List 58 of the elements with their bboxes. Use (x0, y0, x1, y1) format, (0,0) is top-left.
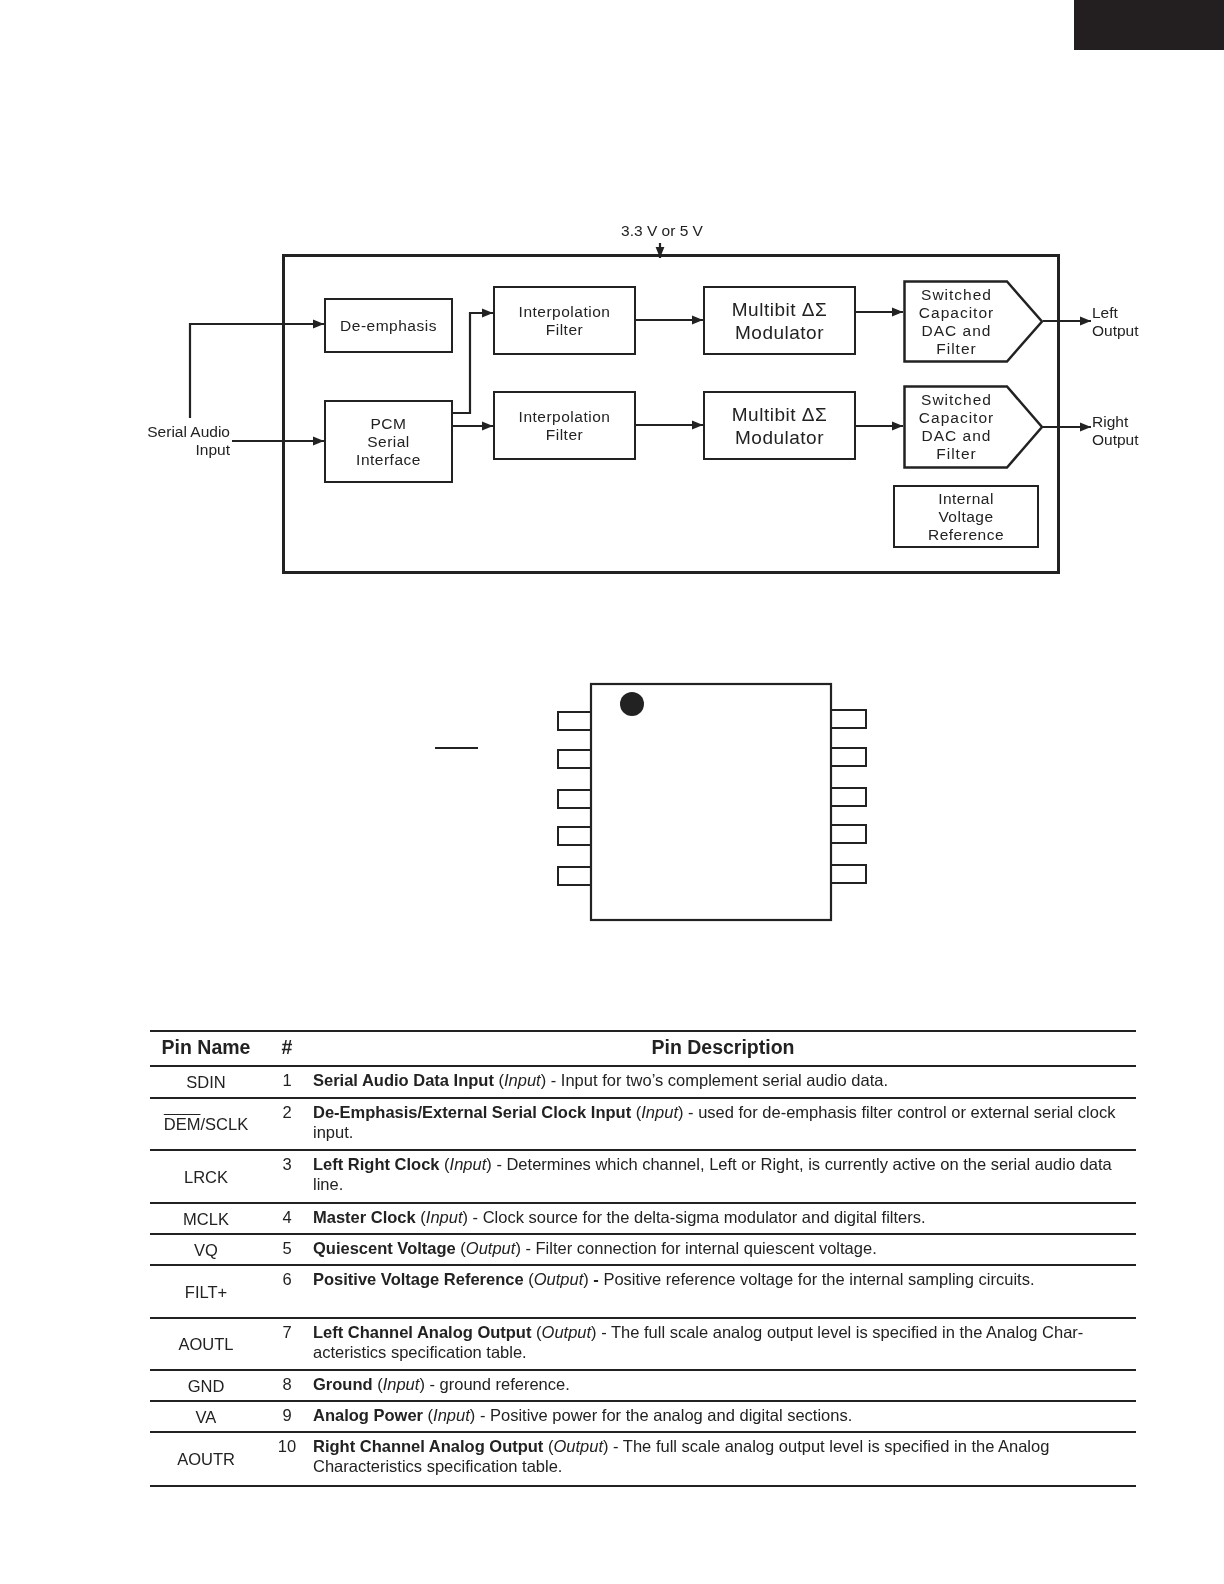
pin-name: VA (194, 1406, 218, 1427)
pin-name: MCLK (182, 1208, 230, 1229)
arrow (1043, 316, 1091, 326)
pin-description: Quiescent Voltage (Output) - Filter connection for internal quiescent voltage. (313, 1238, 878, 1258)
signal-label: Right Output (1092, 411, 1158, 451)
pin-number: 5 (281, 1238, 293, 1258)
dac-block: Switched Capacitor DAC and Filter (903, 280, 1044, 363)
pin-number: 2 (281, 1102, 293, 1122)
pin-description: Master Clock (Input) - Clock source for the delta-sigma modulator and digital filters. (313, 1207, 927, 1227)
arrow (636, 315, 703, 325)
pin-name: SDIN (185, 1072, 227, 1092)
supply-label: 3.3 V or 5 V (612, 220, 712, 242)
pin-name: AOUTL (177, 1334, 235, 1354)
process-block: PCM Serial Interface (324, 400, 453, 483)
arrow (453, 421, 493, 431)
table-header: Pin Name (160, 1037, 252, 1057)
arrow (188, 319, 324, 418)
pin-description: Left Channel Analog Output (Output) - The full scale analog output level is specified in the Analog Char-acteristics specification table. (313, 1322, 1085, 1362)
dac-block: Switched Capacitor DAC and Filter (903, 385, 1044, 469)
arrow (636, 420, 703, 430)
pin-name: DEM/SCLK (162, 1114, 250, 1134)
pin-name: VQ (193, 1239, 219, 1260)
pin-name: FILT+ (183, 1281, 229, 1302)
table-header: Pin Description (650, 1037, 796, 1057)
signal-label: Left Output (1092, 302, 1158, 342)
pin-name: AOUTR (176, 1449, 236, 1469)
pin-number: 9 (281, 1405, 293, 1425)
arrow (1043, 422, 1091, 432)
arrow (655, 243, 665, 258)
arrow (856, 421, 903, 431)
process-block: Multibit ΔΣ Modulator (703, 286, 856, 355)
pin-description: Right Channel Analog Output (Output) - The full scale analog output level is specified in the Analog Characteristics specification table. (313, 1436, 1051, 1476)
pin-description: Positive Voltage Reference (Output) - Positive reference voltage for the internal sampling circuits. (313, 1269, 1036, 1289)
pin-description: Serial Audio Data Input (Input) - Input for two’s complement serial audio data. (313, 1070, 889, 1090)
process-block: Interpolation Filter (493, 391, 636, 460)
table-header: # (280, 1037, 294, 1057)
process-block: Interpolation Filter (493, 286, 636, 355)
chip-boundary-box (282, 254, 1060, 574)
pin-number: 8 (281, 1374, 293, 1394)
pin-number: 7 (281, 1322, 293, 1342)
arrow (232, 436, 324, 446)
pin-number: 6 (281, 1269, 293, 1289)
arrow (856, 307, 903, 317)
pin-number: 1 (281, 1070, 293, 1090)
pin-number: 10 (276, 1436, 298, 1456)
pin-number: 4 (281, 1207, 293, 1227)
process-block: Internal Voltage Reference (893, 485, 1039, 548)
pin-name: GND (186, 1375, 226, 1396)
pin-description: Left Right Clock (Input) - Determines which channel, Left or Right, is currently active on the serial audio data line. (313, 1154, 1113, 1194)
pin-description: De-Emphasis/External Serial Clock Input (Input) - used for de-emphasis filter control or external serial clock input. (313, 1102, 1117, 1142)
process-block: De-emphasis (324, 298, 453, 353)
process-block: Multibit ΔΣ Modulator (703, 391, 856, 460)
pin-description: Analog Power (Input) - Positive power for the analog and digital sections. (313, 1405, 854, 1425)
signal-label: Serial Audio Input (132, 420, 230, 462)
pin-description: Ground (Input) - ground reference. (313, 1374, 571, 1394)
pin-number: 3 (281, 1154, 293, 1174)
pin-name: LRCK (183, 1166, 229, 1187)
arrow (453, 308, 493, 415)
